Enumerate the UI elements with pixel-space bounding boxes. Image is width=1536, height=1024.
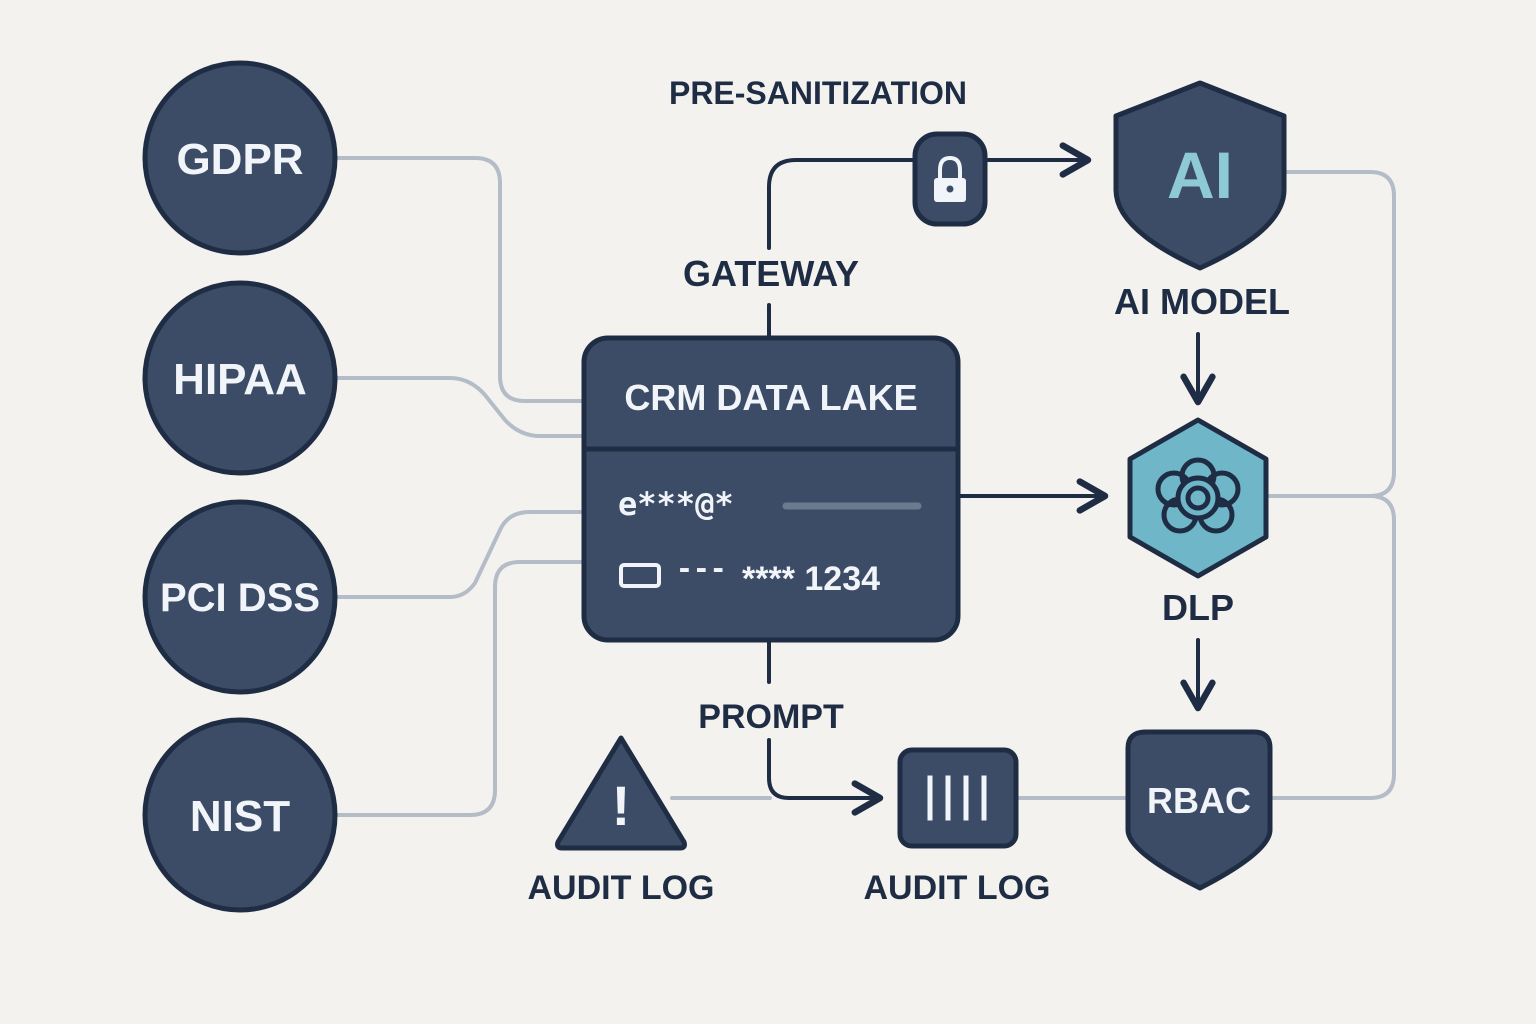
audit-log-label-records: AUDIT LOG: [864, 869, 1051, 907]
connector-nist-crm: [333, 560, 586, 817]
framework-connectors: [333, 156, 586, 817]
ai-shield-shape: [1113, 80, 1287, 271]
dlp-node[interactable]: [1127, 417, 1269, 579]
masked-card-number: **** 1234: [742, 560, 880, 598]
masked-email: e***@*: [618, 485, 734, 523]
prompt-label: PROMPT: [698, 698, 844, 736]
framework-pci-dss[interactable]: PCI DSS: [142, 499, 338, 695]
ai-model-label: AI MODEL: [1114, 281, 1290, 322]
pre-sanitization-label: PRE-SANITIZATION: [669, 75, 967, 111]
gateway-stem-upper: [767, 158, 917, 189]
audit-log-label-alert: AUDIT LOG: [528, 869, 715, 907]
connector-pcidss-crm: [333, 510, 586, 599]
rbac-text: RBAC: [1147, 780, 1251, 821]
framework-nist[interactable]: NIST: [142, 717, 338, 913]
alert-triangle: [555, 735, 687, 851]
crm-data-lake-card[interactable]: CRM DATA LAKE e***@* --- **** 1234: [581, 335, 961, 643]
credit-card-icon: [619, 563, 661, 588]
ai-shield-text: AI: [1167, 138, 1233, 212]
connector-hipaa-crm: [333, 376, 586, 438]
framework-circle: [142, 280, 338, 476]
rbac-shield-shape: [1125, 729, 1273, 891]
connector-ai-loop: [1266, 170, 1396, 498]
records-box: [897, 747, 1019, 849]
framework-circle: [142, 499, 338, 695]
framework-gdpr[interactable]: GDPR: [142, 60, 338, 256]
framework-label: HIPAA: [173, 355, 307, 404]
connector-gdpr-crm: [333, 156, 586, 403]
dlp-label: DLP: [1162, 587, 1234, 628]
audit-records-node[interactable]: [897, 747, 1019, 849]
masked-card-dashes: ---: [676, 552, 727, 585]
ai-model-node[interactable]: AI: [1113, 80, 1287, 271]
alert-node[interactable]: !: [555, 735, 687, 851]
barcode-icon: [927, 775, 987, 821]
framework-hipaa[interactable]: HIPAA: [142, 280, 338, 476]
lock-node[interactable]: [912, 131, 988, 227]
right-loop-connectors: [670, 170, 1396, 800]
flower-gear-icon: [1155, 457, 1241, 534]
gateway-label: GATEWAY: [683, 253, 859, 294]
flow-connectors: [767, 142, 1216, 816]
framework-label: NIST: [190, 792, 290, 841]
framework-circle: [142, 60, 338, 256]
crm-card-body: [581, 335, 961, 643]
framework-label: PCI DSS: [160, 576, 320, 620]
arrow-prompt-to-records: [767, 738, 884, 816]
alert-mark: !: [612, 774, 631, 837]
framework-label: GDPR: [176, 135, 303, 184]
lock-icon: [934, 155, 966, 202]
connector-dlp-rbac-loop: [1266, 494, 1396, 800]
crm-card-title: CRM DATA LAKE: [624, 377, 917, 418]
framework-circle: [142, 717, 338, 913]
rbac-node[interactable]: RBAC: [1125, 729, 1273, 891]
